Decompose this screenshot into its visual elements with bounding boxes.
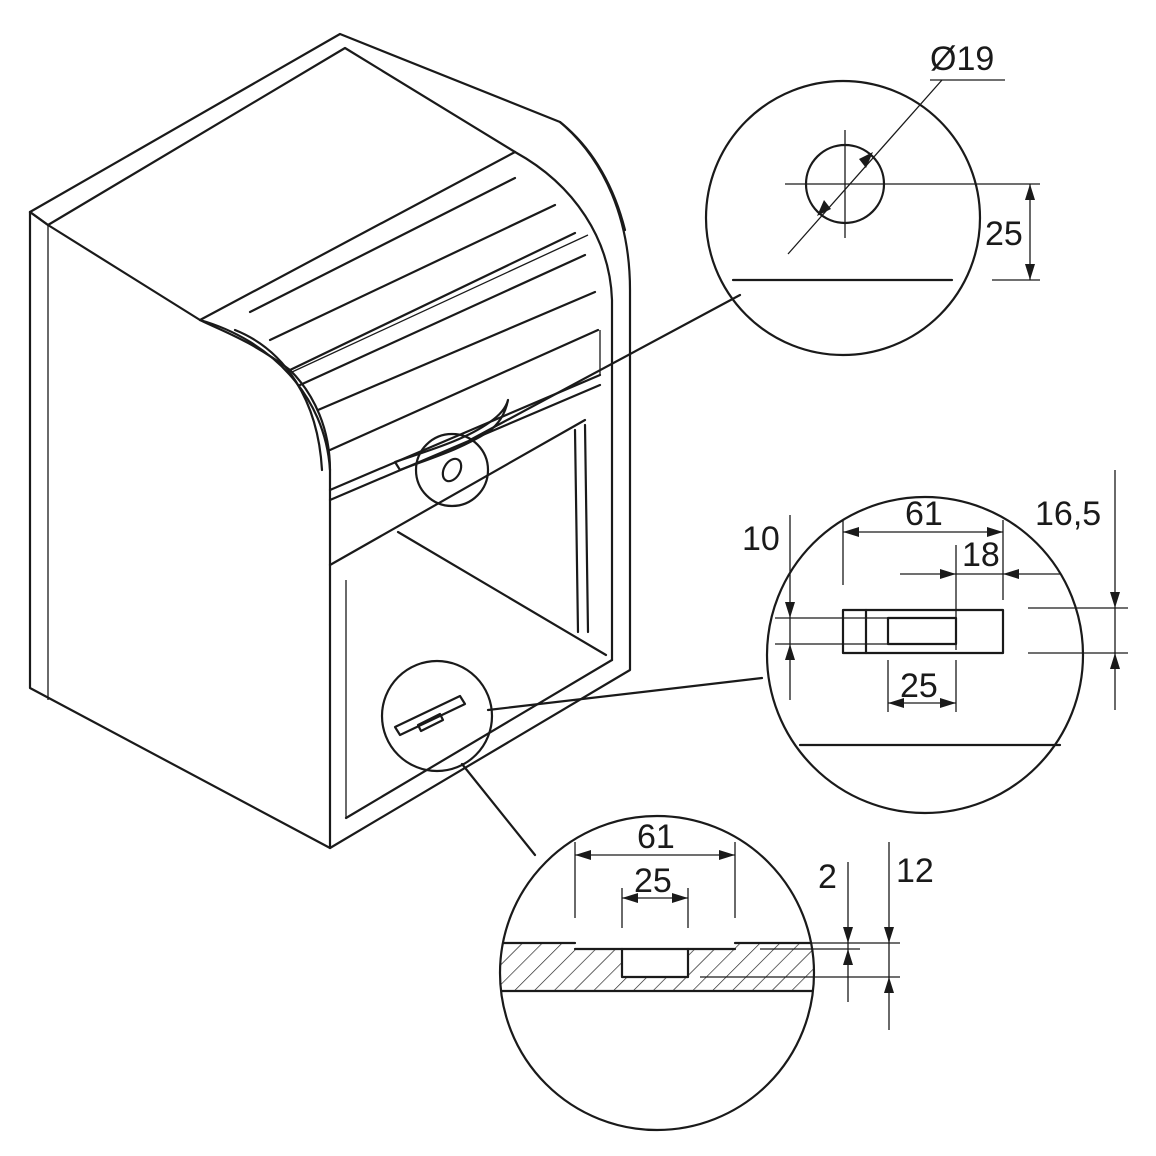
slot-depth-label: 12	[896, 852, 934, 890]
keeper-plate-detail: 61 18 25 10 16,5	[742, 470, 1128, 815]
keeper-slot-label: 25	[900, 667, 938, 705]
hole-offset-label: 25	[985, 215, 1023, 253]
keeper-length-label: 61	[905, 495, 943, 533]
cabinet-interior	[345, 423, 608, 818]
lock-hole-detail: Ø19 25	[704, 40, 1040, 357]
lock-callout-circle-small	[414, 432, 490, 508]
cabinet-rounded-edge	[198, 120, 632, 850]
recess-height-label: 16,5	[1035, 495, 1101, 533]
section-detail: 61 25 2 12	[498, 814, 934, 1132]
tambour-slats	[248, 176, 602, 567]
section-length-label: 61	[637, 818, 675, 856]
section-slot-label: 25	[634, 862, 672, 900]
recess-depth-label: 2	[818, 858, 837, 896]
roll-front-cabinet	[28, 32, 632, 850]
tambour-handle	[393, 398, 510, 472]
cabinet-left-panel	[28, 210, 332, 850]
leader-lines	[460, 293, 764, 857]
keeper-height-label: 10	[742, 520, 780, 558]
keeper-callout-circle-small	[380, 659, 494, 773]
hole-diameter-label: Ø19	[930, 40, 994, 78]
keeper-offset-label: 18	[962, 536, 1000, 574]
